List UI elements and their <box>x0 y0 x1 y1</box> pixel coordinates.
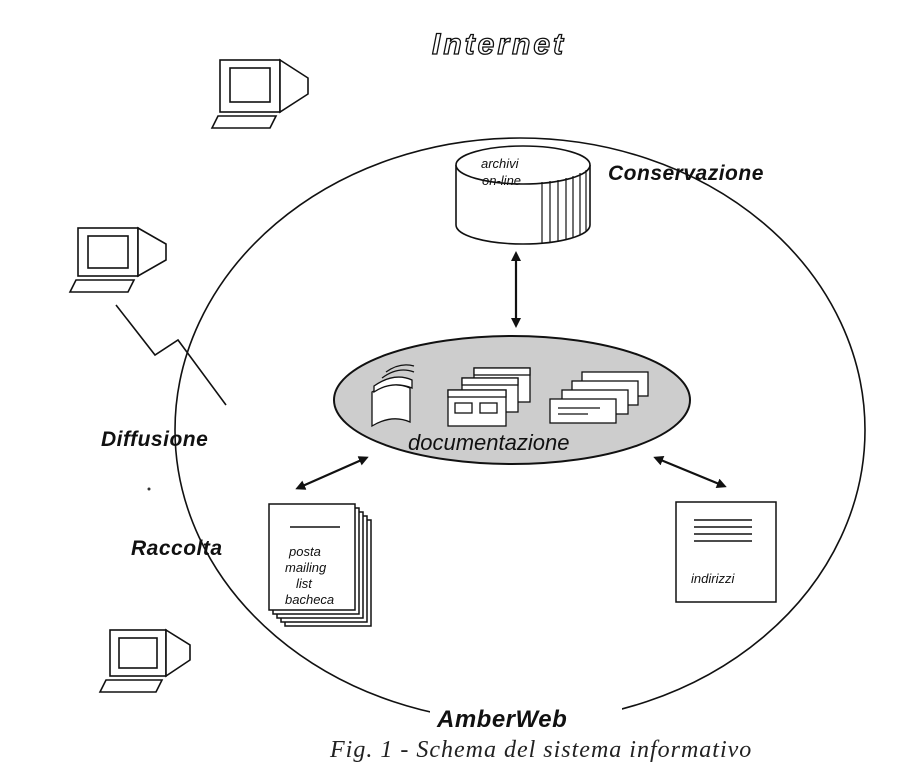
arrow-mail <box>295 456 369 490</box>
mail-label-mailing: mailing <box>285 560 327 575</box>
label-conservazione: Conservazione <box>608 162 764 185</box>
archive-label-line1: archivi <box>481 156 519 171</box>
diagram-title: Internet <box>431 28 567 61</box>
document-scroll-icon <box>371 364 415 428</box>
ring-label: AmberWeb <box>437 706 568 733</box>
ring-label-gap <box>430 700 622 740</box>
label-raccolta: Raccolta <box>131 537 223 560</box>
label-diffusione: Diffusione <box>101 428 209 451</box>
addresses-label: indirizzi <box>691 571 735 586</box>
card-stack-icon <box>549 371 649 424</box>
documentation-label: documentazione <box>408 430 570 455</box>
arrow-addresses <box>653 456 727 488</box>
mail-stack <box>268 503 372 627</box>
computer-icon <box>98 628 191 693</box>
mail-label-list: list <box>296 576 312 591</box>
connection-line <box>115 304 227 406</box>
mail-label-bacheca: bacheca <box>285 592 335 607</box>
stray-dot <box>147 487 151 491</box>
computer-icon <box>68 226 167 293</box>
mail-label-posta: posta <box>289 544 321 559</box>
archive-cylinder <box>455 145 591 245</box>
address-document <box>675 501 777 603</box>
figure-caption: Fig. 1 - Schema del sistema informativo <box>330 737 753 763</box>
archive-label-line2: on-line <box>482 173 522 188</box>
window-stack-icon <box>447 367 531 427</box>
computer-icon <box>210 58 309 129</box>
